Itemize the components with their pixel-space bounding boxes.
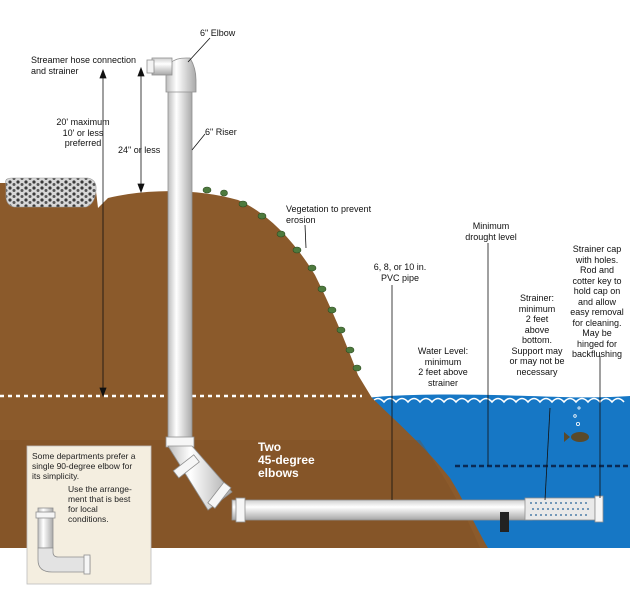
elbow-coupling-2 xyxy=(207,481,232,509)
elbow-coupling-1 xyxy=(172,454,200,479)
water-level-label: Water Level: minimum 2 feet above strain… xyxy=(417,346,469,388)
strainer-holes xyxy=(530,502,589,516)
bubbles xyxy=(573,406,581,426)
pvc-pipe-label: 6, 8, or 10 in. PVC pipe xyxy=(373,262,427,283)
strainer-support xyxy=(500,512,509,532)
inset-text-top: Some departments prefer a single 90-degr… xyxy=(32,451,136,481)
strainer-end-cap xyxy=(594,495,604,523)
elbow-label: 6" Elbow xyxy=(200,28,236,38)
riser-pipe xyxy=(167,83,193,441)
drought-level-label: Minimum drought level xyxy=(465,221,517,242)
dimension-lines xyxy=(99,66,145,398)
intake-coupling xyxy=(235,497,246,523)
two-elbows-label: Two 45-degree elbows xyxy=(258,440,315,480)
riser-coupling xyxy=(165,436,195,448)
strainer-cap-label: Strainer cap with holes. Rod and cotter … xyxy=(570,244,624,359)
water-surface xyxy=(371,397,625,404)
riser-label: 6" Riser xyxy=(205,127,237,137)
twentyfour-inch-label: 24" or less xyxy=(118,145,161,155)
hose-cap xyxy=(146,59,155,74)
hose-connection xyxy=(151,57,173,76)
leader-lines xyxy=(187,37,601,501)
inset-elbow xyxy=(35,507,91,575)
inset-text-bottom: Use the arrange- ment that is best for l… xyxy=(68,484,132,524)
vegetation xyxy=(202,186,362,372)
strainer-label: Strainer: minimum 2 feet above bottom. S… xyxy=(509,293,565,377)
intake-pipe xyxy=(231,499,533,521)
strainer xyxy=(524,497,596,521)
streamer-hose-label: Streamer hose connection and strainer xyxy=(31,55,137,76)
max-height-label: 20' maximum 10' or less preferred xyxy=(56,117,110,148)
gravel-bed xyxy=(5,177,97,208)
vegetation-label: Vegetation to prevent erosion xyxy=(286,204,372,225)
fish xyxy=(564,432,589,442)
